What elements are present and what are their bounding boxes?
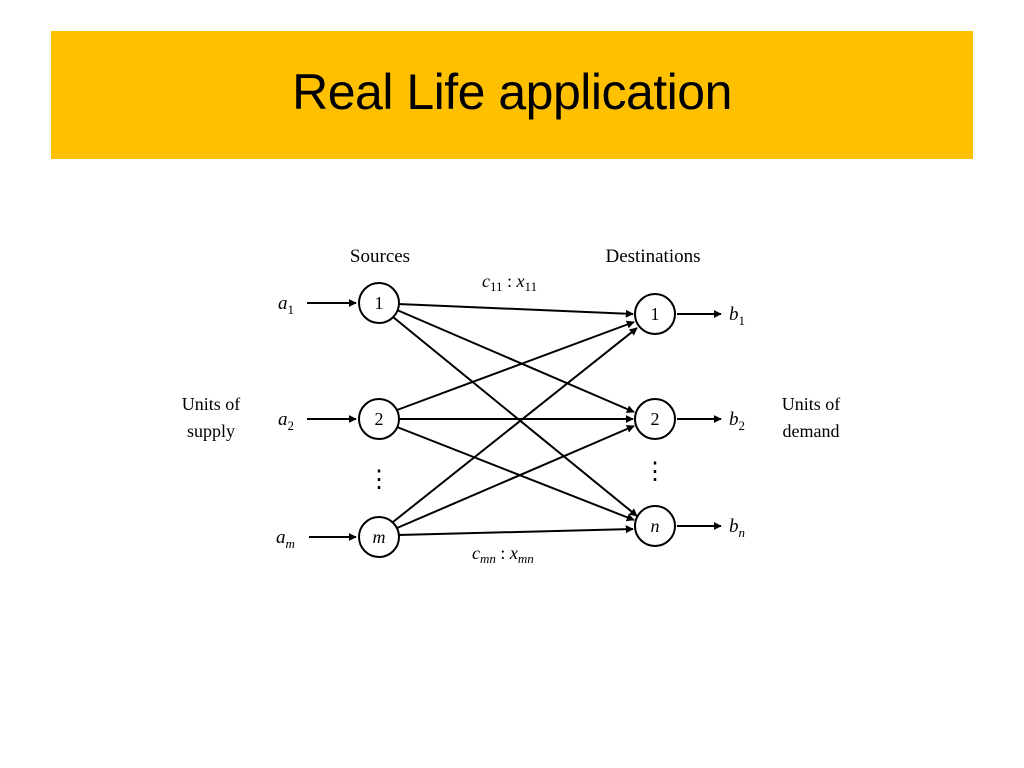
supply-label-line1: Units of [182, 394, 241, 414]
edge-s2-d1 [396, 320, 635, 411]
destination-node-2-label: 2 [651, 409, 660, 429]
sources-ellipsis: ⋮ [367, 467, 391, 493]
edge-s1-d1 [397, 303, 634, 318]
destination-node-n: n [634, 505, 676, 547]
supply-var-1: a1 [278, 293, 294, 317]
edge-sm-d2 [396, 425, 635, 529]
demand-var-1: b1 [729, 304, 745, 328]
source-node-2-label: 2 [375, 409, 384, 429]
demand-label-line1: Units of [782, 394, 841, 414]
source-node-m-label: m [373, 527, 386, 547]
supply-var-2: a2 [278, 409, 294, 433]
destination-node-n-label: n [651, 516, 660, 536]
edge-s1-dn [392, 316, 638, 517]
sources-header: Sources [350, 246, 410, 267]
title-bar: Real Life application [51, 31, 973, 159]
edges [392, 303, 638, 536]
slide-title: Real Life application [292, 64, 732, 120]
edge-sm-dn [397, 525, 634, 536]
demand-var-n: bn [729, 516, 745, 540]
edge-label-c11-x11: c11 : x11 [482, 271, 537, 294]
edge-label-cmn-xmn: cmn : xmn [472, 543, 534, 566]
supply-var-m: am [276, 527, 295, 551]
destinations-header: Destinations [606, 246, 701, 267]
edge-sm-d1 [392, 327, 638, 523]
destination-node-1: 1 [634, 293, 676, 335]
edge-s2-dn [396, 426, 635, 522]
destination-node-1-label: 1 [651, 304, 660, 324]
source-node-1: 1 [358, 282, 400, 324]
destinations-ellipsis: ⋮ [643, 459, 667, 485]
supply-label-line2: supply [187, 421, 235, 441]
destination-node-2: 2 [634, 398, 676, 440]
edge-s1-d2 [396, 309, 635, 413]
source-node-1-label: 1 [375, 293, 384, 313]
source-node-2: 2 [358, 398, 400, 440]
demand-label-line2: demand [783, 421, 840, 441]
demand-var-2: b2 [729, 409, 745, 433]
source-node-m: m [358, 516, 400, 558]
